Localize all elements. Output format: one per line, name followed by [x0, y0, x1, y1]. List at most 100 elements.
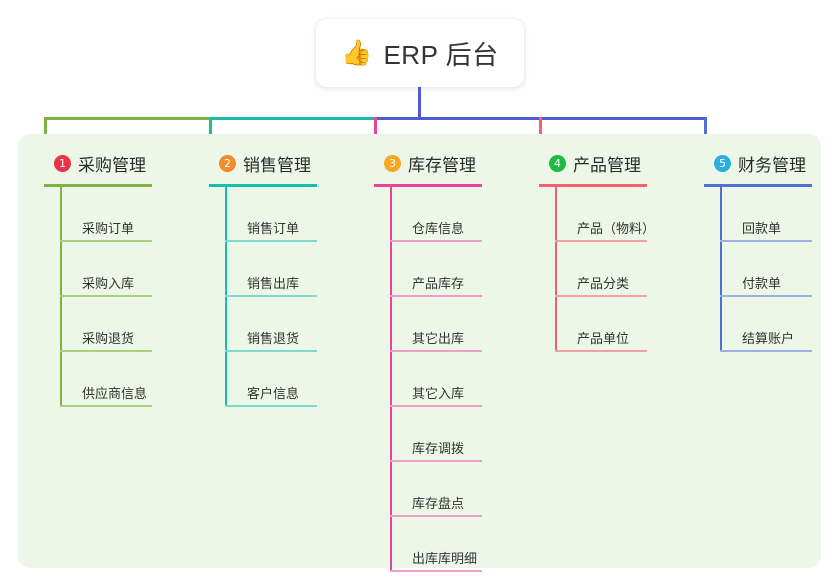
module-header-rule	[374, 184, 482, 187]
module-header-rule	[539, 184, 647, 187]
branch-drop-5	[704, 117, 707, 148]
module-column-3: 3 库存管理仓库信息产品库存其它出库其它入库库存调拨库存盘点出库库明细	[370, 148, 482, 572]
thumbs-up-icon: 👍	[341, 38, 373, 67]
module-item-rule	[225, 295, 317, 297]
module-item-label: 付款单	[742, 276, 782, 291]
module-item[interactable]: 仓库信息	[390, 187, 482, 242]
module-item[interactable]: 库存调拨	[390, 407, 482, 462]
module-item-rule	[555, 295, 647, 297]
module-item-rule	[60, 295, 152, 297]
root-node[interactable]: 👍 ERP 后台	[316, 19, 524, 87]
module-item-rule	[60, 240, 152, 242]
branch-drop-3	[374, 117, 377, 148]
module-item-label: 产品库存	[412, 276, 465, 291]
module-item-rule	[390, 405, 482, 407]
module-item-label: 采购订单	[82, 221, 135, 236]
module-item[interactable]: 付款单	[720, 242, 812, 297]
module-item[interactable]: 库存盘点	[390, 462, 482, 517]
module-item-label: 回款单	[742, 221, 782, 236]
branch-drop-2	[209, 117, 212, 148]
module-item[interactable]: 采购订单	[60, 187, 152, 242]
module-item-rule	[390, 460, 482, 462]
module-item-rule	[390, 515, 482, 517]
trunk-segment-3	[374, 117, 542, 120]
module-item[interactable]: 出库库明细	[390, 517, 482, 572]
module-spine	[225, 187, 227, 407]
module-item-rule	[390, 350, 482, 352]
module-item[interactable]: 其它入库	[390, 352, 482, 407]
module-item[interactable]: 其它出库	[390, 297, 482, 352]
module-item[interactable]: 销售退货	[225, 297, 317, 352]
module-spine	[555, 187, 557, 352]
module-items-4: 产品（物料） 产品分类产品单位	[555, 187, 655, 352]
module-item[interactable]: 销售订单	[225, 187, 317, 242]
trunk-segment-4	[539, 117, 707, 120]
module-item-rule	[390, 240, 482, 242]
module-item-rule	[555, 240, 647, 242]
module-item-rule	[60, 405, 152, 407]
module-header-1[interactable]: 1 采购管理	[40, 148, 152, 178]
module-item-label: 采购入库	[82, 276, 135, 291]
root-title: ERP 后台	[383, 39, 499, 70]
module-items-2: 销售订单销售出库销售退货客户信息	[225, 187, 317, 407]
module-item[interactable]: 采购退货	[60, 297, 152, 352]
module-item-label: 采购退货	[82, 331, 135, 346]
module-item-label: 产品分类	[577, 276, 630, 291]
trunk-segment-2	[209, 117, 377, 120]
module-header-3[interactable]: 3 库存管理	[370, 148, 482, 178]
module-item-label: 库存盘点	[412, 496, 465, 511]
module-header-rule	[704, 184, 812, 187]
module-item-label: 结算账户	[742, 331, 795, 346]
module-index-badge: 5	[714, 154, 731, 172]
branch-drop-1	[44, 117, 47, 148]
modules-panel: 1 采购管理采购订单采购入库采购退货供应商信息 2 销售管理销售订单销售出库销售退货客…	[18, 134, 821, 572]
module-spine	[60, 187, 62, 407]
module-item[interactable]: 客户信息	[225, 352, 317, 407]
module-title: 采购管理	[78, 155, 146, 175]
module-index-badge: 3	[384, 154, 401, 172]
module-item-rule	[225, 240, 317, 242]
module-item[interactable]: 产品单位	[555, 297, 655, 352]
module-item-rule	[390, 570, 482, 572]
module-title: 库存管理	[408, 155, 476, 175]
module-index-badge: 2	[219, 154, 236, 172]
module-item[interactable]: 供应商信息	[60, 352, 152, 407]
module-header-rule	[209, 184, 317, 187]
module-item-label: 出库库明细	[412, 551, 478, 566]
module-item-rule	[720, 240, 812, 242]
module-column-2: 2 销售管理销售订单销售出库销售退货客户信息	[205, 148, 317, 407]
module-item[interactable]: 产品（物料）	[555, 187, 655, 242]
module-title: 销售管理	[243, 155, 311, 175]
module-item-rule	[720, 295, 812, 297]
module-item-label: 销售订单	[247, 221, 300, 236]
module-item[interactable]: 结算账户	[720, 297, 812, 352]
module-item-rule	[555, 350, 647, 352]
root-stem	[418, 87, 421, 120]
module-header-4[interactable]: 4 产品管理	[535, 148, 655, 178]
module-item[interactable]: 回款单	[720, 187, 812, 242]
module-spine	[720, 187, 722, 352]
module-item-rule	[225, 350, 317, 352]
module-item-rule	[720, 350, 812, 352]
module-header-2[interactable]: 2 销售管理	[205, 148, 317, 178]
module-item-rule	[60, 350, 152, 352]
module-item-label: 其它出库	[412, 331, 465, 346]
module-index-badge: 4	[549, 154, 566, 172]
module-title: 产品管理	[573, 155, 641, 175]
module-items-1: 采购订单采购入库采购退货供应商信息	[60, 187, 152, 407]
module-item-rule	[225, 405, 317, 407]
trunk-segment-1	[44, 117, 212, 120]
module-item[interactable]: 产品分类	[555, 242, 655, 297]
module-item-label: 销售出库	[247, 276, 300, 291]
module-item-label: 产品单位	[577, 331, 630, 346]
module-item[interactable]: 产品库存	[390, 242, 482, 297]
module-item[interactable]: 销售出库	[225, 242, 317, 297]
module-item[interactable]: 采购入库	[60, 242, 152, 297]
module-index-badge: 1	[54, 154, 71, 172]
module-item-label: 仓库信息	[412, 221, 465, 236]
module-item-label: 客户信息	[247, 386, 300, 401]
module-item-label: 供应商信息	[82, 386, 148, 401]
